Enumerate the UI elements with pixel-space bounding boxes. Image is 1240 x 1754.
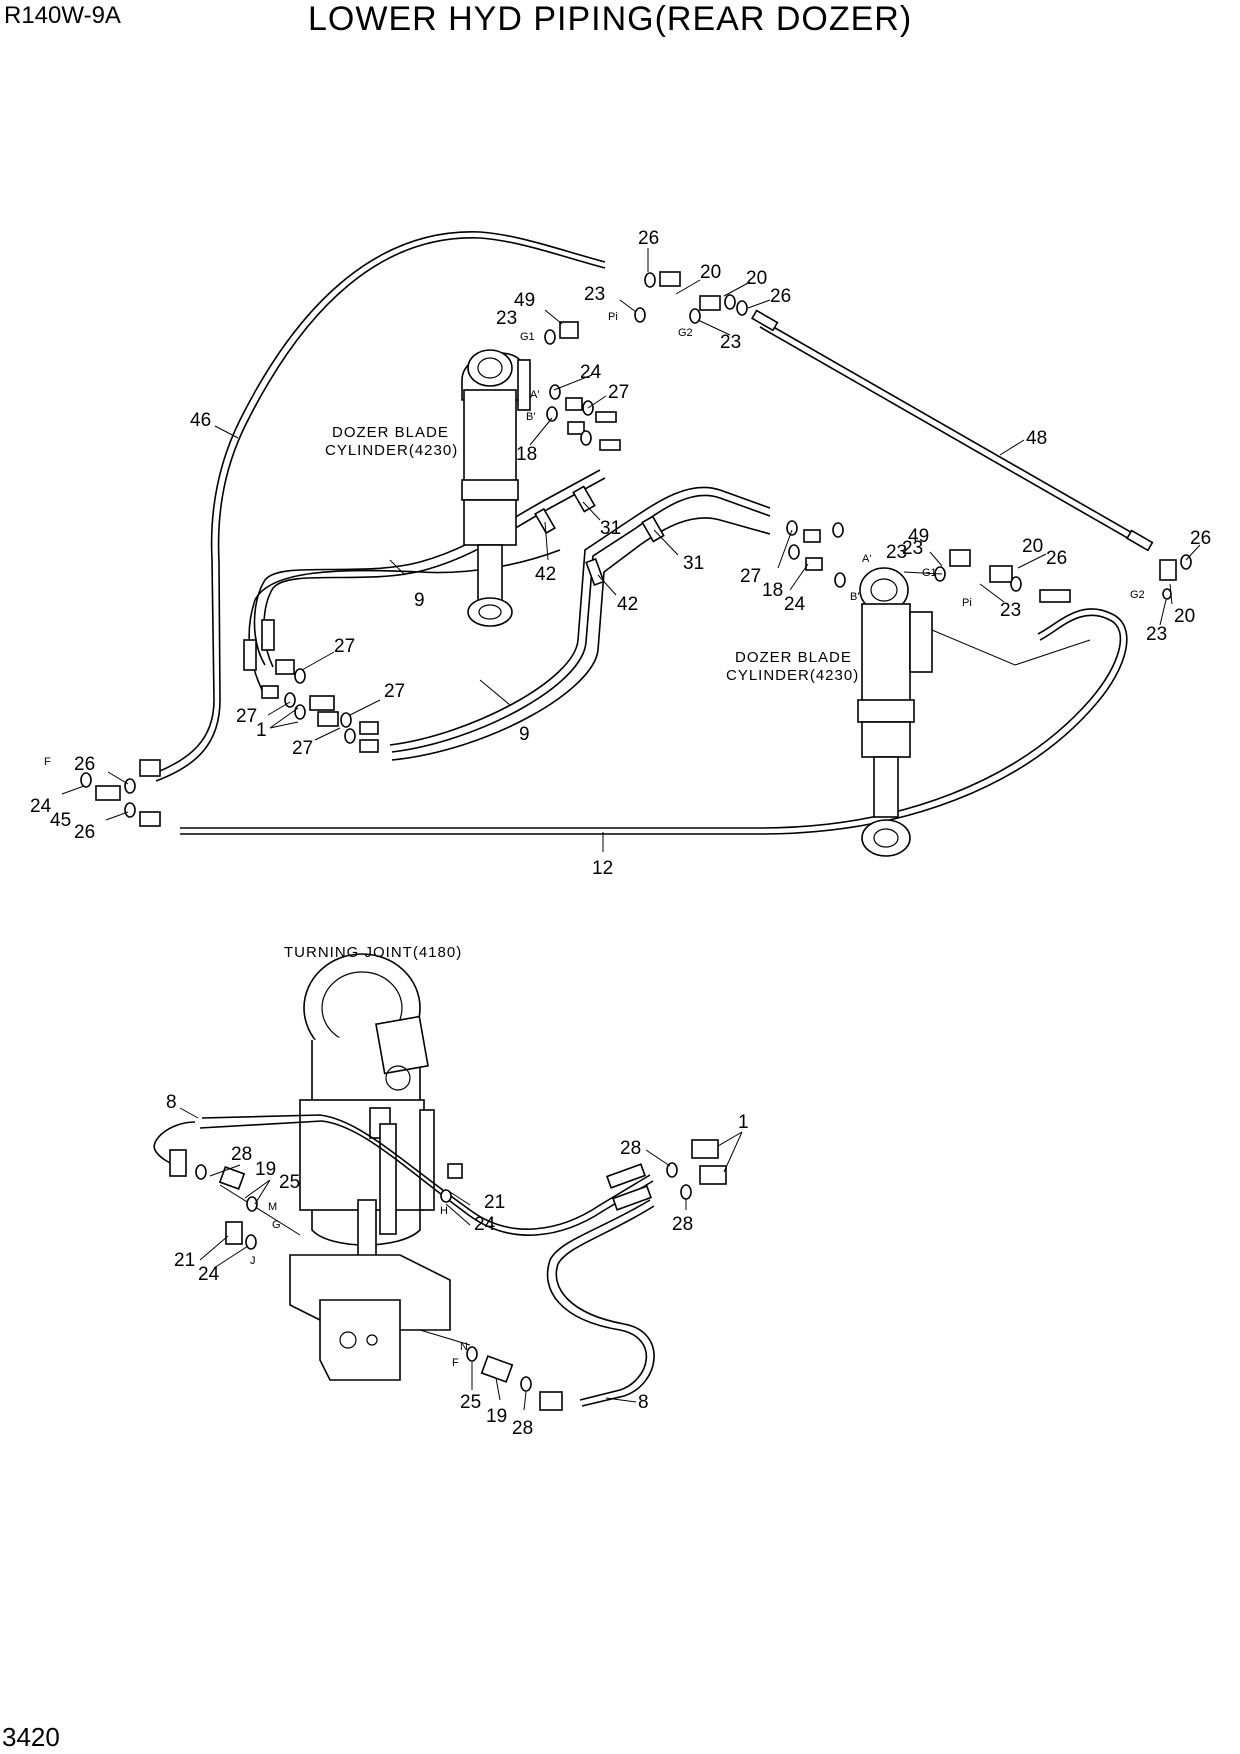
hose-48 xyxy=(759,326,1146,549)
port-label: H xyxy=(440,1205,448,1217)
callout-number: 25 xyxy=(460,1392,481,1413)
callout-number: 23 xyxy=(496,308,517,329)
port-label: G xyxy=(272,1219,281,1231)
callout-number: 21 xyxy=(174,1250,195,1271)
port-label: Pi xyxy=(608,311,618,323)
callout-number: 24 xyxy=(580,362,602,383)
callout-number: 23 xyxy=(1146,624,1167,645)
port-label: J xyxy=(250,1255,256,1267)
callout-number: 27 xyxy=(236,706,257,727)
port-label: N xyxy=(460,1341,468,1353)
callout-number: 9 xyxy=(414,590,425,611)
port-label: Pi xyxy=(962,597,972,609)
dozer-cylinder-right xyxy=(857,567,1091,857)
leader-lines xyxy=(61,248,1201,1411)
callout-number: 27 xyxy=(608,382,629,403)
callout-number: 20 xyxy=(700,262,721,283)
callout-number: 24 xyxy=(198,1264,220,1285)
callout-number: 23 xyxy=(902,538,923,559)
callout-number: 26 xyxy=(638,228,659,249)
callout-number: 26 xyxy=(74,754,95,775)
label-dozer-cylinder-left-2: CYLINDER(4230) xyxy=(325,442,458,459)
callout-number: 1 xyxy=(738,1112,749,1133)
callout-number: 26 xyxy=(1190,528,1211,549)
callout-numbers: 26 20 20 26 23 49 23 23 23 24 27 18 46 4… xyxy=(30,228,1211,1439)
port-label: B' xyxy=(526,411,535,423)
port-label: F xyxy=(44,756,51,768)
callout-number: 8 xyxy=(166,1092,177,1113)
port-label: M xyxy=(268,1201,277,1213)
callout-number: 21 xyxy=(484,1192,505,1213)
clamp-31-right xyxy=(641,515,665,543)
callout-number: 1 xyxy=(256,720,267,741)
turning-joint xyxy=(219,953,471,1381)
hose-8-right xyxy=(546,1199,651,1401)
callout-number: 12 xyxy=(592,858,613,879)
label-dozer-cylinder-left-1: DOZER BLADE xyxy=(332,424,449,441)
callout-number: 27 xyxy=(334,636,355,657)
callout-number: 45 xyxy=(50,810,71,831)
callout-number: 24 xyxy=(30,796,52,817)
label-turning-joint: TURNING JOINT(4180) xyxy=(284,944,462,961)
clamp-31-left xyxy=(572,485,596,513)
page-number: 3420 xyxy=(2,1722,60,1752)
callout-number: 28 xyxy=(231,1144,252,1165)
callout-number: 18 xyxy=(516,444,537,465)
model-number: R140W-9A xyxy=(4,2,121,29)
callout-number: 42 xyxy=(535,564,556,585)
callout-number: 48 xyxy=(1026,428,1047,449)
fittings-upper xyxy=(544,271,1192,603)
label-dozer-cylinder-right-1: DOZER BLADE xyxy=(735,649,852,666)
callout-number: 20 xyxy=(746,268,767,289)
port-label: B' xyxy=(850,591,859,603)
callout-number: 26 xyxy=(1046,548,1067,569)
callout-number: 23 xyxy=(886,542,907,563)
callout-number: 42 xyxy=(617,594,638,615)
callout-number: 28 xyxy=(620,1138,641,1159)
port-label: A' xyxy=(530,389,539,401)
callout-number: 20 xyxy=(1174,606,1195,627)
callout-number: 27 xyxy=(740,566,761,587)
hose-9-right xyxy=(389,486,771,746)
callout-number: 27 xyxy=(292,738,313,759)
callout-number: 23 xyxy=(1000,600,1021,621)
port-label: G1 xyxy=(922,567,937,579)
callout-number: 19 xyxy=(255,1159,276,1180)
callout-number: 28 xyxy=(512,1418,533,1439)
port-label: F xyxy=(452,1357,459,1369)
callout-number: 26 xyxy=(74,822,95,843)
fittings-turning-joint xyxy=(169,1139,727,1411)
label-dozer-cylinder-right-2: CYLINDER(4230) xyxy=(726,667,859,684)
callout-number: 8 xyxy=(638,1392,649,1413)
port-label: G1 xyxy=(520,331,535,343)
port-label: G2 xyxy=(678,327,693,339)
callout-number: 24 xyxy=(474,1214,496,1235)
dozer-cylinder-left xyxy=(461,349,531,627)
callout-number: 25 xyxy=(279,1172,300,1193)
callout-number: 46 xyxy=(190,410,211,431)
callout-number: 23 xyxy=(584,284,605,305)
callout-number: 31 xyxy=(683,553,704,574)
callout-number: 27 xyxy=(384,681,405,702)
callout-number: 26 xyxy=(770,286,791,307)
callout-number: 9 xyxy=(519,724,530,745)
hose-46 xyxy=(149,231,606,776)
port-labels: Pi G2 G1 A' B' A' B' G1 Pi G2 F M J G H … xyxy=(44,311,1145,1369)
callout-number: 20 xyxy=(1022,536,1043,557)
callout-number: 18 xyxy=(762,580,783,601)
page-title: LOWER HYD PIPING(REAR DOZER) xyxy=(308,0,913,38)
port-label: G2 xyxy=(1130,589,1145,601)
callout-number: 49 xyxy=(514,290,535,311)
callout-number: 23 xyxy=(720,332,741,353)
port-label: A' xyxy=(862,553,871,565)
callout-number: 24 xyxy=(784,594,806,615)
callout-number: 49 xyxy=(908,526,929,547)
callout-number: 19 xyxy=(486,1406,507,1427)
callout-number: 28 xyxy=(672,1214,693,1235)
fittings-lower-left xyxy=(80,619,379,827)
callout-number: 31 xyxy=(600,518,621,539)
